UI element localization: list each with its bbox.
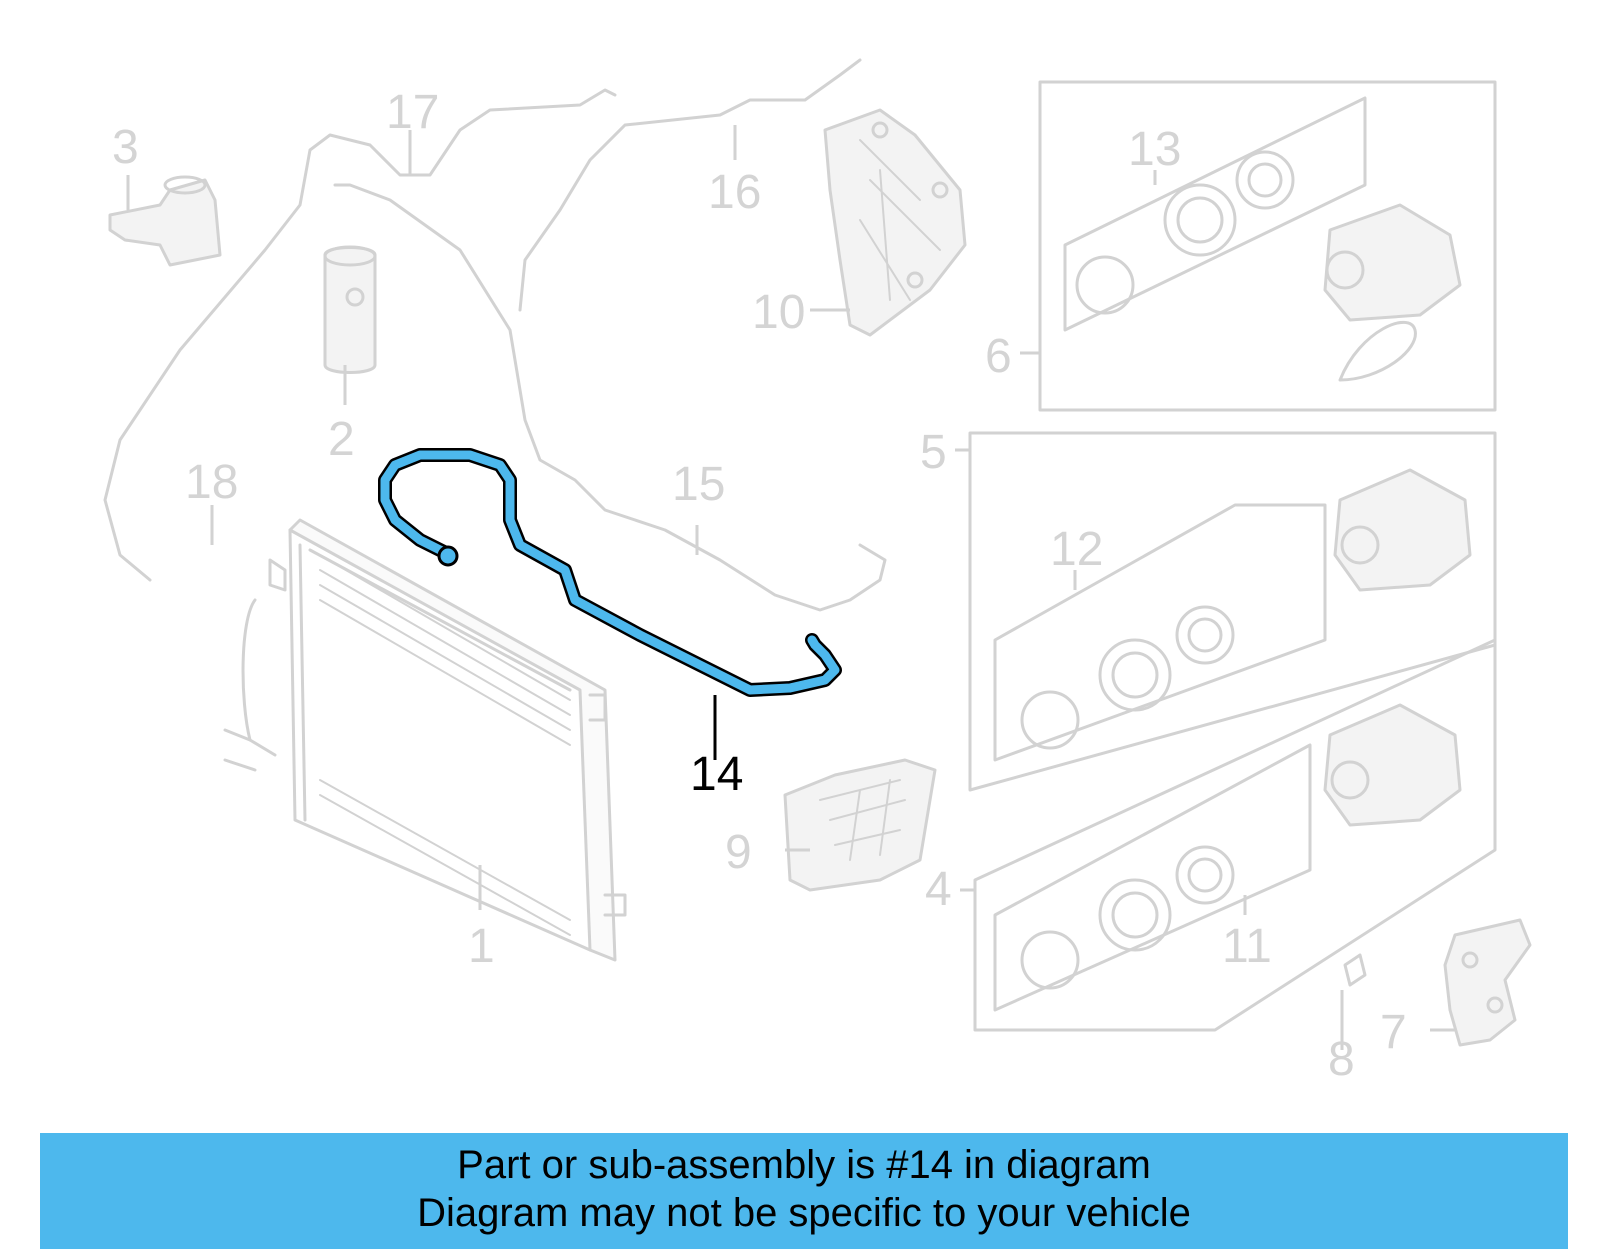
callout-17: 17: [386, 86, 439, 139]
leader-lines: [126, 125, 1455, 1050]
callout-5: 5: [920, 426, 947, 479]
callout-18: 18: [185, 456, 238, 509]
callout-16: 16: [708, 166, 761, 219]
callout-4: 4: [925, 863, 952, 916]
receiver-drier-part: [323, 245, 377, 374]
callout-10: 10: [752, 286, 805, 339]
compressor-bracket-10: [823, 108, 967, 337]
bracket-part-7: [1443, 918, 1532, 1047]
condenser-part: [223, 518, 627, 962]
callout-13: 13: [1128, 123, 1181, 176]
compressor-bracket-9: [783, 758, 937, 892]
callout-8: 8: [1328, 1033, 1355, 1086]
callout-6: 6: [985, 330, 1012, 383]
bracket-part-3: [108, 175, 222, 267]
callout-11: 11: [1222, 920, 1272, 973]
callout-12: 12: [1050, 523, 1103, 576]
callout-3: 3: [112, 121, 139, 174]
banner-line-1: Part or sub-assembly is #14 in diagram: [457, 1143, 1151, 1187]
clip-part-8: [1343, 953, 1367, 987]
callout-2: 2: [328, 413, 355, 466]
hose-lines: [103, 58, 887, 612]
callout-labels: 1 2 3 4 5 6 7 8 9 10 11 12 13 14 15 16 1…: [112, 86, 1407, 1086]
banner-line-2: Diagram may not be specific to your vehi…: [417, 1191, 1191, 1235]
info-banner: Part or sub-assembly is #14 in diagram D…: [40, 1133, 1568, 1249]
callout-15: 15: [672, 458, 725, 511]
compressor-assembly-box-6: [1038, 80, 1497, 412]
callout-14: 14: [690, 748, 743, 801]
callout-9: 9: [725, 826, 752, 879]
ac-hose-part-14-highlighted[interactable]: [378, 448, 842, 697]
callout-1: 1: [468, 920, 495, 973]
parts-diagram: 1 2 3 4 5 6 7 8 9 10 11 12 13 14 15 16 1…: [103, 58, 1532, 1086]
callout-7: 7: [1380, 1006, 1407, 1059]
compressor-assembly-box-4: [973, 638, 1497, 1032]
